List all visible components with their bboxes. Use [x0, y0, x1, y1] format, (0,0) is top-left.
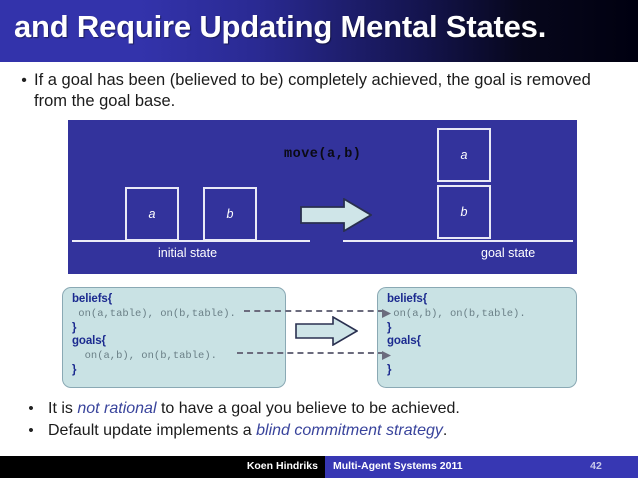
beliefs-close-before: }	[72, 322, 77, 334]
goals-body-before: on(a,b), on(b,table).	[72, 350, 217, 362]
block-a-goal-label: a	[460, 148, 468, 162]
ground-line-initial	[72, 240, 310, 242]
bottom-bullet-2-text: Default update implements a blind commit…	[48, 420, 626, 441]
bullet-2-emphasis: blind commitment strategy	[256, 422, 443, 439]
bullet-1-suffix: to have a goal you believe to be achieve…	[156, 400, 460, 417]
footer-accent-bar	[325, 456, 638, 478]
footer-course: Multi-Agent Systems 2011	[333, 460, 463, 472]
bullet-marker-icon: •	[28, 422, 34, 439]
bottom-bullet-1-text: It is not rational to have a goal you be…	[48, 398, 626, 419]
bottom-bullet-1: • It is not rational to have a goal you …	[14, 398, 626, 419]
top-bullet-text: If a goal has been (believed to be) comp…	[34, 71, 591, 110]
bullet-1-prefix: It is	[48, 400, 78, 417]
action-label: move(a,b)	[284, 147, 362, 162]
block-a-initial-label: a	[148, 207, 156, 221]
slide-title-bar: and Require Updating Mental States.	[0, 0, 638, 62]
bullet-2-prefix: Default update implements a	[48, 422, 257, 439]
page-title: and Require Updating Mental States.	[14, 9, 547, 44]
block-a-goal: a	[437, 128, 491, 182]
block-b-goal: b	[437, 185, 491, 239]
goals-header-before: goals{	[72, 335, 106, 347]
top-bullet: • If a goal has been (believed to be) co…	[14, 70, 626, 112]
ground-line-goal	[343, 240, 573, 242]
goal-state-label: goal state	[481, 246, 536, 260]
initial-state-label: initial state	[158, 246, 218, 260]
bottom-bullet-2: • Default update implements a blind comm…	[14, 420, 626, 441]
belief-update-arrowhead-icon	[382, 305, 391, 318]
block-a-initial: a	[125, 187, 179, 241]
goals-header-after: goals{	[387, 335, 421, 347]
blocks-world-diagram: move(a,b) a b a b initial state goal sta…	[68, 120, 577, 274]
goal-removal-arrowhead-icon	[382, 347, 391, 360]
beliefs-body-after: on(a,b), on(b,table).	[387, 308, 526, 320]
footer-page-number: 42	[590, 460, 602, 472]
goals-close-before: }	[72, 364, 77, 376]
slide-footer: Koen Hindriks Multi-Agent Systems 2011 4…	[0, 456, 638, 478]
block-b-initial-label: b	[226, 207, 234, 221]
block-b-initial: b	[203, 187, 257, 241]
mental-state-box-after: beliefs{ on(a,b), on(b,table). } goals{ …	[377, 287, 577, 388]
belief-update-connector	[244, 310, 384, 312]
goal-removal-connector	[237, 352, 384, 354]
beliefs-header-before: beliefs{	[72, 293, 113, 305]
block-b-goal-label: b	[460, 205, 468, 219]
beliefs-close-after: }	[387, 322, 392, 334]
bullet-marker-icon: •	[21, 72, 27, 89]
transition-arrow-icon	[300, 197, 373, 233]
goals-close-after: }	[387, 364, 392, 376]
bullet-2-suffix: .	[442, 422, 448, 439]
beliefs-body-before: on(a,table), on(b,table).	[72, 308, 236, 320]
mental-state-box-before: beliefs{ on(a,table), on(b,table). } goa…	[62, 287, 286, 388]
footer-author: Koen Hindriks	[246, 460, 318, 472]
beliefs-header-after: beliefs{	[387, 293, 428, 305]
bullet-marker-icon: •	[28, 400, 34, 417]
bullet-1-emphasis: not rational	[77, 400, 157, 417]
update-arrow-icon	[295, 315, 359, 347]
